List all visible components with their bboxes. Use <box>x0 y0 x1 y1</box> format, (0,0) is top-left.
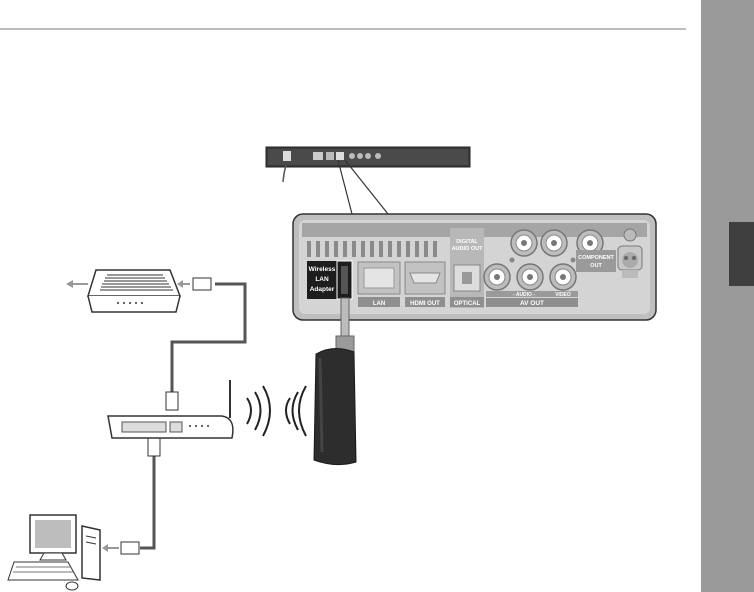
digital-label: DIGITAL <box>456 239 478 245</box>
internet-arrow <box>66 280 88 288</box>
pc-rj45-plug <box>121 542 139 554</box>
router-pc-cable <box>140 448 154 548</box>
hdmi-out-label: HDMI OUT <box>410 301 440 307</box>
component-label: COMPONENT <box>578 255 614 261</box>
router-rj45-plug-top <box>166 392 178 410</box>
video-label: VIDEO <box>555 292 571 298</box>
audio-row-label: - AUDIO - <box>513 292 535 298</box>
av-out-label: AV OUT <box>520 300 544 307</box>
wireless-lan-adapter <box>314 298 356 465</box>
lan-label-line: LAN <box>315 276 329 283</box>
wireless-signal-waves <box>247 386 306 436</box>
out-label: OUT <box>590 263 602 269</box>
audio-out-label: AUDIO OUT <box>452 246 484 252</box>
router-rj45-plug-bottom <box>148 438 160 456</box>
modem-rj45-plug <box>193 278 211 290</box>
zoom-callout-lines <box>338 160 388 214</box>
modem-input-arrow <box>177 280 190 288</box>
desktop-pc <box>8 515 100 590</box>
wireless-label: Wireless <box>309 266 336 273</box>
modem <box>88 270 180 312</box>
bd-player-unit <box>266 147 470 182</box>
optical-label: OPTICAL <box>454 301 481 307</box>
adapter-label: Adapter <box>310 286 335 293</box>
pc-input-arrow <box>102 544 119 552</box>
lan-port-label: LAN <box>373 301 385 307</box>
modem-router-cable <box>172 284 245 392</box>
